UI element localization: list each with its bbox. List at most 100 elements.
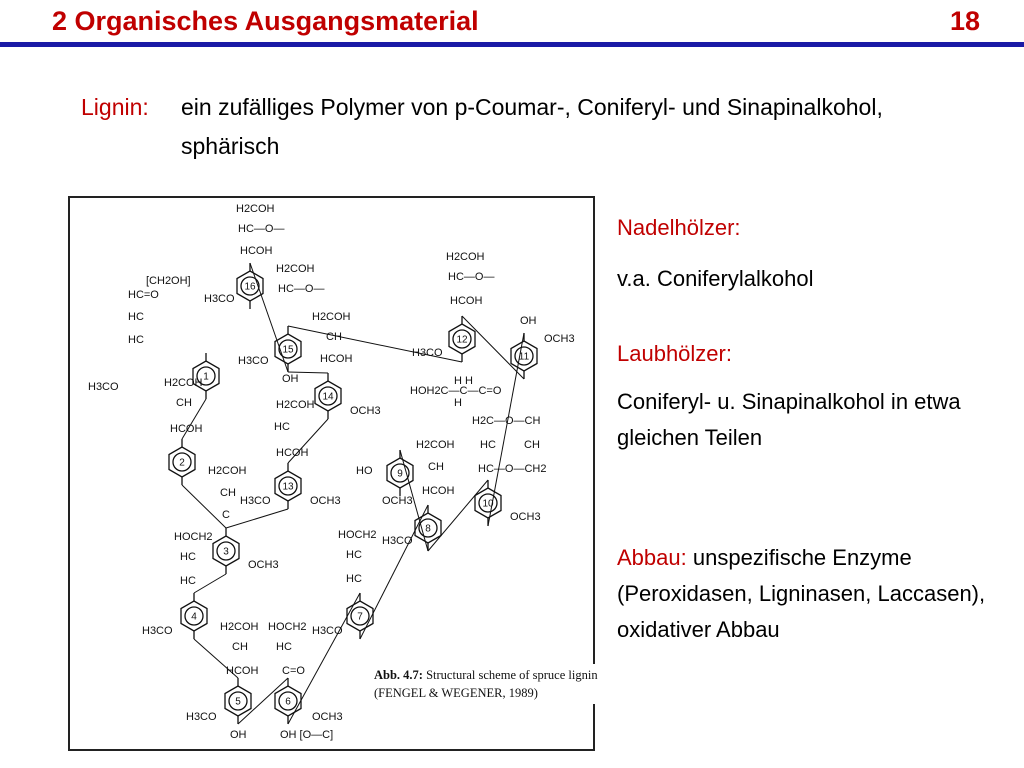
- structure-label: H2COH: [236, 203, 275, 215]
- lignin-description: ein zufälliges Polymer von p-Coumar-, Co…: [181, 94, 883, 159]
- aromatic-ring-unit-6: 6: [274, 678, 302, 724]
- structure-label: HCOH: [320, 353, 352, 365]
- structure-label: HC—O—: [448, 271, 494, 283]
- structure-label: HO: [356, 465, 373, 477]
- caption-text: Structural scheme of spruce lignin: [426, 668, 598, 682]
- structure-label: H2COH: [446, 251, 485, 263]
- linkage-bond: [287, 592, 361, 725]
- structure-label: H2COH: [416, 439, 455, 451]
- linkage-bond: [249, 262, 289, 373]
- structure-label: OH [O—C]: [280, 729, 333, 741]
- structure-label: HOCH2: [174, 531, 213, 543]
- structure-label: HOCH2: [268, 621, 307, 633]
- aromatic-ring-unit-15: 15: [274, 326, 302, 372]
- structure-label: HCOH: [226, 665, 258, 677]
- linkage-bond: [287, 325, 463, 363]
- unit-number-5: 5: [235, 697, 241, 708]
- structure-label: H2COH: [220, 621, 259, 633]
- structure-label: H3CO: [312, 625, 343, 637]
- structure-label: HC=O: [128, 289, 159, 301]
- structure-label: H2COH: [208, 465, 247, 477]
- lignin-label: Lignin:: [81, 94, 149, 120]
- linkage-bond: [287, 371, 329, 374]
- structure-label: OCH3: [350, 405, 381, 417]
- aromatic-ring-unit-2: 2: [168, 439, 196, 485]
- aromatic-ring-unit-13: 13: [274, 463, 302, 509]
- linkage-bond: [399, 449, 429, 552]
- unit-number-4: 4: [191, 612, 197, 623]
- figure-caption: Abb. 4.7: Structural scheme of spruce li…: [374, 664, 644, 704]
- structure-label: CH: [176, 397, 192, 409]
- aromatic-ring-unit-1: 1: [192, 353, 220, 399]
- unit-number-10: 10: [482, 499, 494, 510]
- structure-label: OH: [230, 729, 247, 741]
- linkage-bond: [193, 573, 227, 594]
- caption-label: Abb. 4.7:: [374, 668, 423, 682]
- structure-label: HCOH: [422, 485, 454, 497]
- aromatic-ring-unit-16: 16: [236, 263, 264, 309]
- structure-label: CH: [428, 461, 444, 473]
- unit-number-11: 11: [519, 352, 530, 363]
- linkage-bond: [461, 315, 525, 380]
- structure-label: HCOH: [240, 245, 272, 257]
- aromatic-ring-unit-9: 9: [386, 450, 414, 496]
- structure-label: H2COH: [276, 263, 315, 275]
- unit-number-14: 14: [322, 392, 334, 403]
- linkage-bond: [225, 508, 289, 529]
- structure-label: HCOH: [170, 423, 202, 435]
- unit-number-2: 2: [179, 458, 185, 469]
- structure-label: OCH3: [248, 559, 279, 571]
- structure-label: HC: [346, 549, 362, 561]
- linkage-bond: [427, 479, 489, 552]
- structure-label: [CH2OH]: [146, 275, 191, 287]
- structure-label: OH: [282, 373, 299, 385]
- structure-label: H2COH: [276, 399, 315, 411]
- unit-number-16: 16: [244, 282, 256, 293]
- linkage-bond: [181, 398, 207, 440]
- aromatic-ring-unit-12: 12: [448, 316, 476, 362]
- degradation-label: Abbau:: [617, 545, 687, 570]
- structure-label: OCH3: [310, 495, 341, 507]
- linkage-bond: [359, 504, 429, 640]
- aromatic-ring-unit-7: 7: [346, 593, 374, 639]
- structure-label: H3CO: [240, 495, 271, 507]
- aromatic-ring-unit-10: 10: [474, 480, 502, 526]
- structure-label: H3CO: [412, 347, 443, 359]
- structure-label: H2COH: [312, 311, 351, 323]
- structure-label: HC—O—: [278, 283, 324, 295]
- slide-header: 2 Organisches Ausgangsmaterial 18: [0, 0, 1024, 48]
- linkage-bond: [487, 332, 525, 527]
- linkage-bond: [237, 677, 289, 725]
- structure-label: H2COH: [164, 377, 203, 389]
- unit-number-8: 8: [425, 524, 431, 535]
- structure-label: HC: [128, 311, 144, 323]
- structure-label: C: [222, 509, 230, 521]
- aromatic-ring-unit-5: 5: [224, 678, 252, 724]
- structure-label: H3CO: [186, 711, 217, 723]
- structure-label: CH: [220, 487, 236, 499]
- structure-label: H: [454, 397, 462, 409]
- unit-number-15: 15: [282, 345, 294, 356]
- structure-label: HC: [274, 421, 290, 433]
- linkage-bond: [193, 638, 239, 679]
- unit-number-1: 1: [203, 372, 209, 383]
- structure-label: CH: [232, 641, 248, 653]
- structure-label: OCH3: [510, 511, 541, 523]
- aromatic-ring-unit-8: 8: [414, 505, 442, 551]
- structure-label: H H: [454, 375, 473, 387]
- linkage-bond: [181, 484, 227, 529]
- structure-label: H3CO: [142, 625, 173, 637]
- structure-label: OCH3: [312, 711, 343, 723]
- unit-number-3: 3: [223, 547, 229, 558]
- aromatic-ring-unit-11: 11: [510, 333, 538, 379]
- structure-label: HC: [346, 573, 362, 585]
- aromatic-ring-unit-14: 14: [314, 373, 342, 419]
- structure-label: HOCH2: [338, 529, 377, 541]
- structure-label: HCOH: [450, 295, 482, 307]
- structure-label: HCOH: [276, 447, 308, 459]
- unit-number-7: 7: [357, 612, 363, 623]
- structure-label: HC: [128, 334, 144, 346]
- unit-number-6: 6: [285, 697, 291, 708]
- structure-label: H2C—O—CH: [472, 415, 541, 427]
